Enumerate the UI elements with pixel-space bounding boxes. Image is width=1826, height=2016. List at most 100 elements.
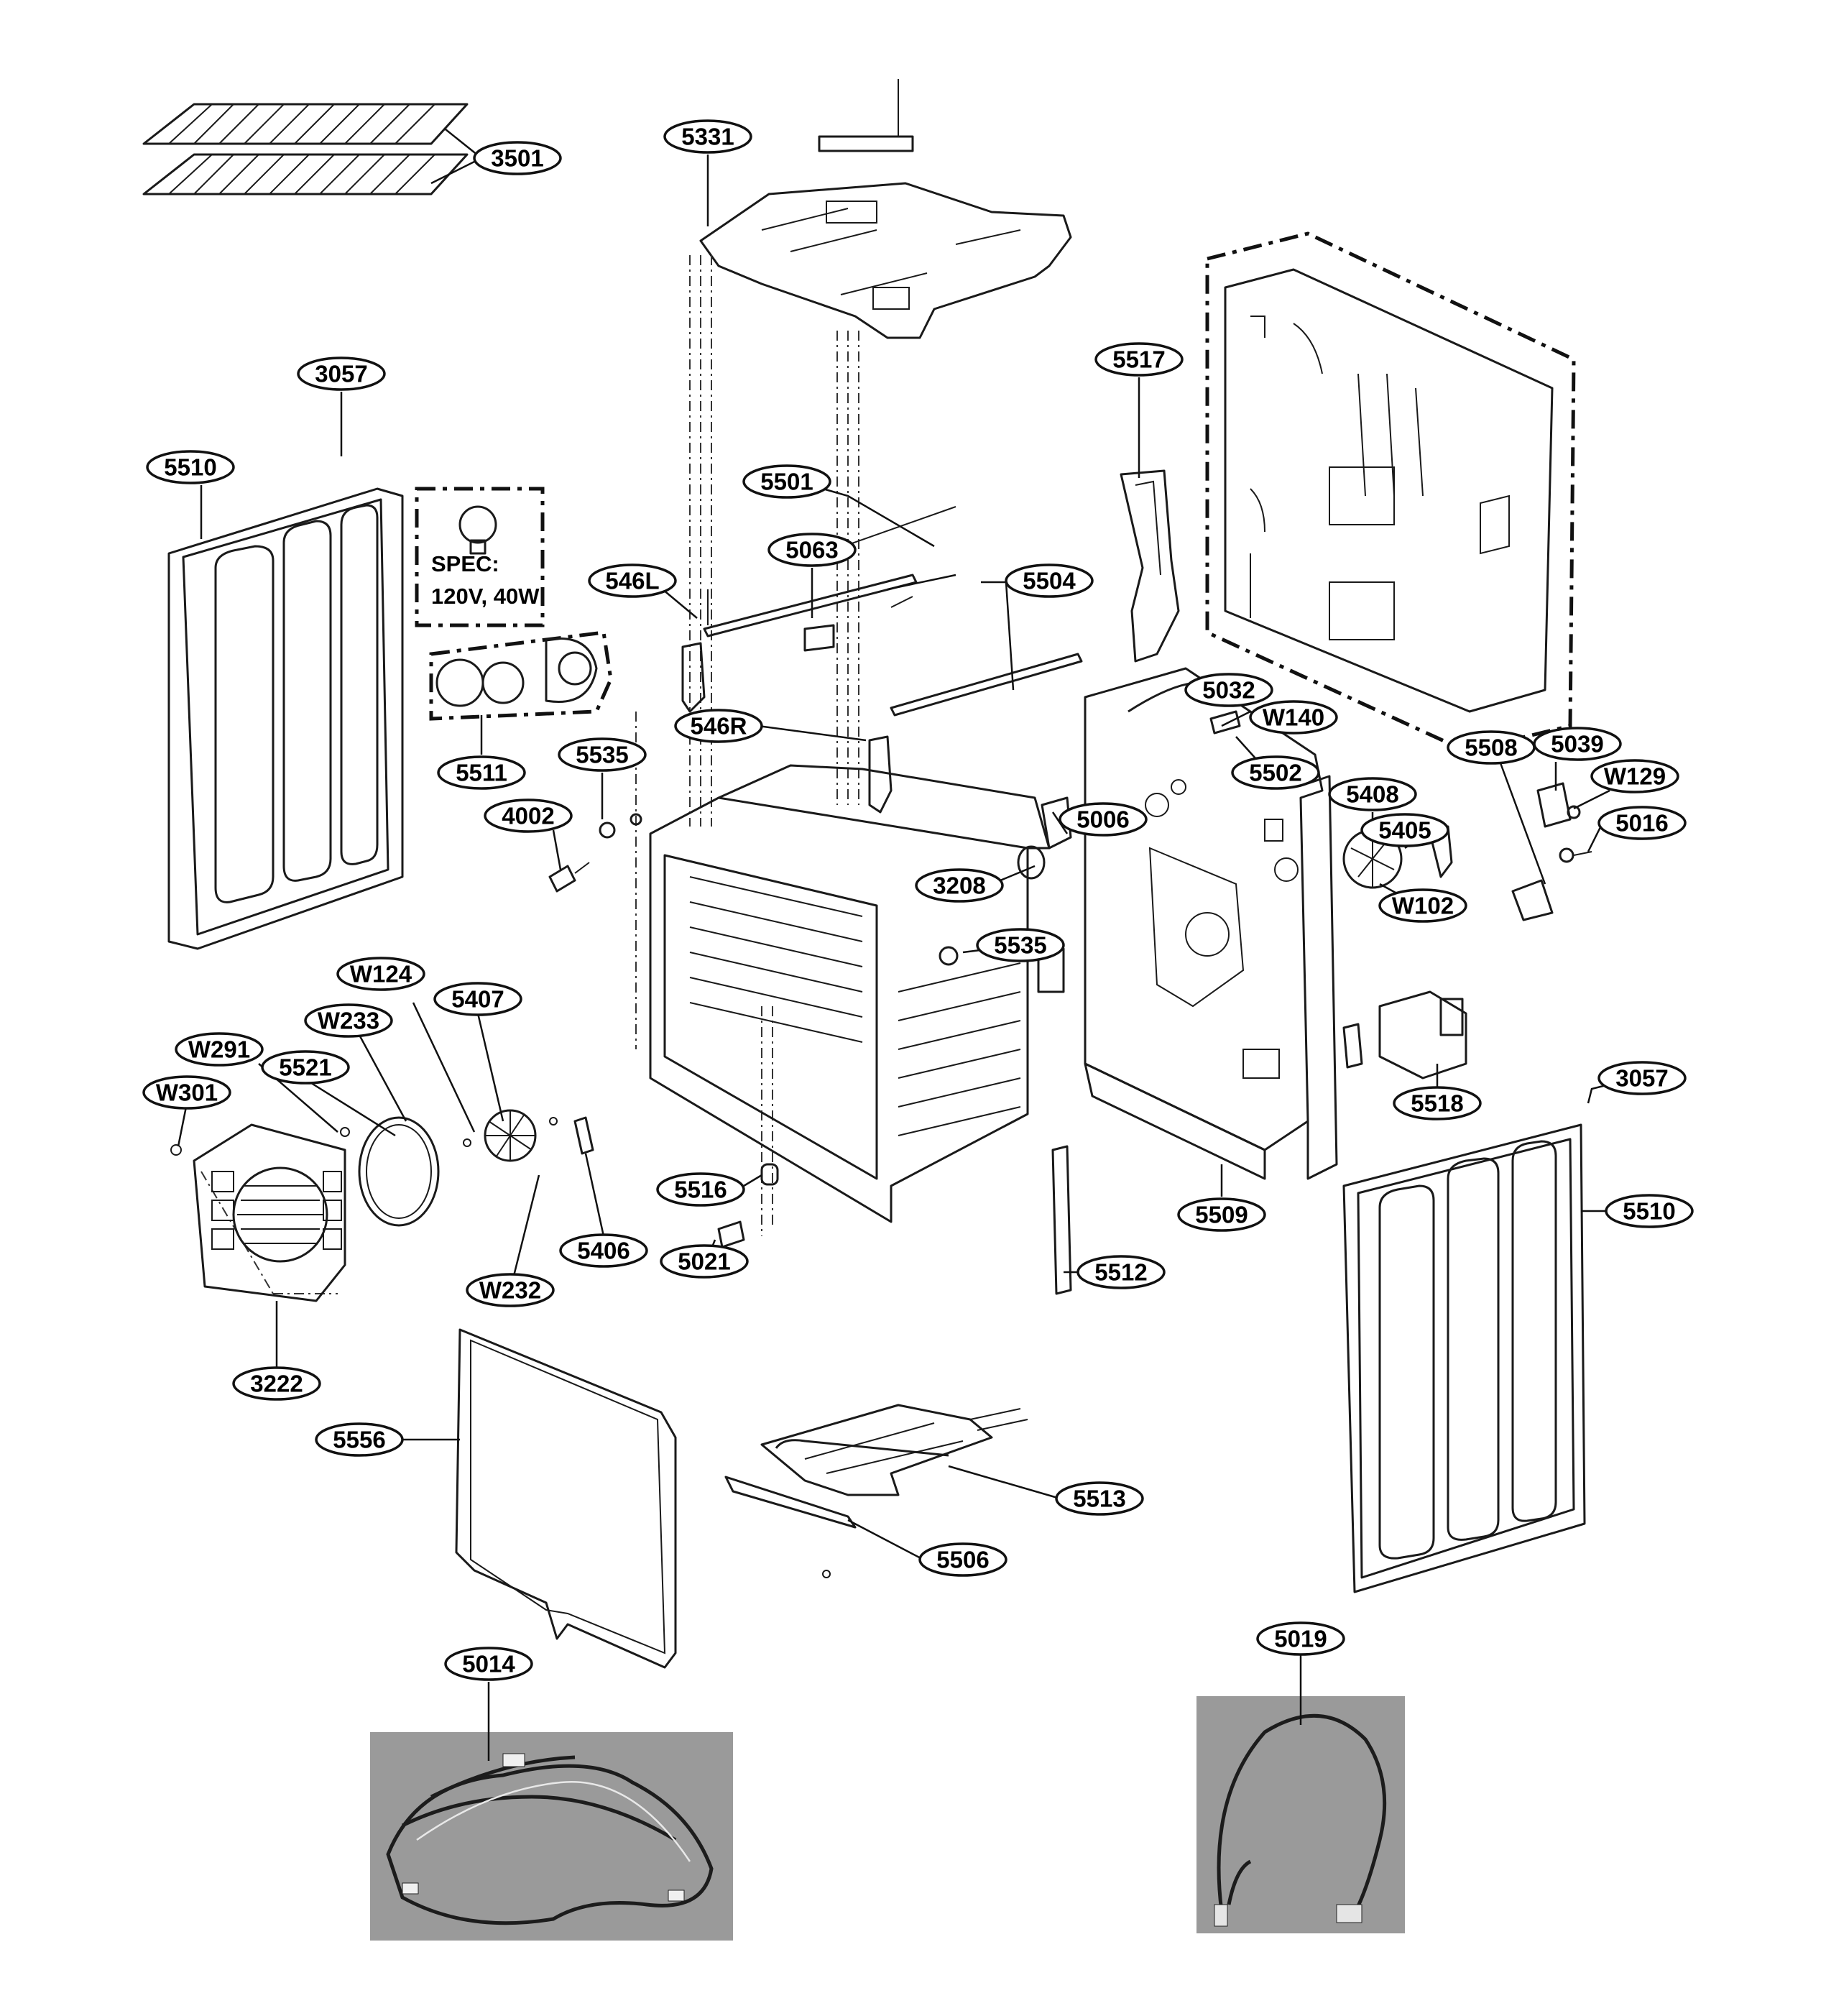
callout-label-5063: 5063 [785,537,838,563]
cable-harness-photo [1196,1696,1405,1933]
callout-label-5039: 5039 [1551,731,1603,758]
callout-label-5556: 5556 [333,1427,385,1453]
callout-label-5535-top: 5535 [576,742,628,768]
callout-label-5535-mid: 5535 [994,932,1046,959]
callout-5518: 5518 [1393,1086,1482,1120]
rear-panel-drawing [1205,231,1576,753]
assembly-guide-lines [200,255,859,1294]
callout-5506: 5506 [918,1542,1007,1577]
spec-title: SPEC: [431,551,499,576]
callout-label-5508: 5508 [1465,735,1517,761]
callout-label-5006: 5006 [1076,806,1129,833]
callout-5039: 5039 [1533,727,1622,761]
callout-5032: 5032 [1184,673,1273,707]
callout-5502: 5502 [1231,755,1320,790]
callout-4002: 4002 [484,798,573,833]
callout-5501: 5501 [742,464,831,499]
callout-label-5021: 5021 [678,1248,730,1275]
callout-label-5032: 5032 [1202,677,1255,704]
callout-label-W129: W129 [1604,763,1666,790]
callout-5021: 5021 [660,1244,749,1279]
callout-546R: 546R [674,709,763,743]
callout-5019: 5019 [1256,1621,1345,1656]
lamp-assembly-drawing [429,630,613,721]
callout-label-5511: 5511 [456,760,507,786]
callout-label-5406: 5406 [577,1238,630,1264]
callout-label-4002: 4002 [502,803,554,829]
oven-cavity-drawing [649,764,1065,1223]
door-gasket-drawing [455,1328,677,1669]
callout-3208: 3208 [915,868,1004,903]
callout-5406: 5406 [559,1233,648,1268]
callout-5535-mid: 5535 [976,928,1065,962]
callout-5006: 5006 [1059,802,1148,837]
callout-5510-right: 5510 [1605,1194,1694,1228]
callout-5408: 5408 [1328,777,1417,811]
callout-label-3057-right: 3057 [1615,1065,1668,1092]
callout-label-5510-left: 5510 [164,454,216,481]
element-bracket-drawing [724,1476,857,1578]
spec-lamp-box: SPEC: 120V, 40W [415,487,545,627]
callout-W301: W301 [142,1075,231,1110]
callout-5511: 5511 [437,755,526,790]
callout-W233: W233 [304,1003,393,1038]
callout-5014: 5014 [444,1647,533,1681]
callout-5510-left: 5510 [146,450,235,484]
callout-5508: 5508 [1447,730,1536,765]
cavity-hardware-drawing [717,1145,1072,1295]
callout-label-3501: 3501 [491,145,543,172]
callout-5512: 5512 [1076,1255,1166,1289]
oven-racks-drawing [142,103,469,195]
callout-W232: W232 [466,1273,555,1307]
callout-label-5405: 5405 [1378,817,1431,844]
callout-label-5509: 5509 [1195,1202,1248,1228]
callout-W140: W140 [1249,700,1338,735]
callout-3501: 3501 [473,141,562,175]
callout-label-W140: W140 [1263,704,1324,731]
callout-5521: 5521 [261,1050,350,1085]
callout-label-5517: 5517 [1112,346,1165,373]
callout-5504: 5504 [1005,563,1094,598]
callout-label-5510-right: 5510 [1623,1198,1675,1225]
callout-label-5019: 5019 [1274,1626,1327,1652]
relay-components-drawing [1511,782,1592,921]
callout-label-5014: 5014 [462,1651,515,1677]
callout-label-5016: 5016 [1615,810,1668,837]
rack-rails-drawing [681,506,1083,814]
callout-5407: 5407 [433,982,522,1016]
callout-5517: 5517 [1094,342,1184,377]
spec-rating: 120V, 40W [431,584,540,609]
callout-W124: W124 [336,957,425,991]
wire-harness-photo [370,1732,733,1941]
callout-label-5504: 5504 [1023,568,1076,594]
callout-label-W233: W233 [318,1008,379,1034]
callout-5556: 5556 [315,1422,404,1457]
callout-3057-left: 3057 [297,356,386,391]
callout-5509: 5509 [1177,1197,1266,1232]
callout-label-W102: W102 [1392,893,1454,919]
callout-W102: W102 [1378,888,1467,923]
control-bracket-drawing [1342,990,1467,1080]
callout-5535-top: 5535 [558,737,647,772]
callout-label-3057-left: 3057 [315,361,367,387]
callout-W291: W291 [175,1032,264,1067]
callout-label-W124: W124 [350,961,412,988]
callout-label-5506: 5506 [936,1547,989,1573]
leader-lines [177,129,1621,1761]
callout-label-5407: 5407 [451,986,504,1013]
callout-label-W291: W291 [188,1036,250,1063]
callout-5513: 5513 [1055,1481,1144,1516]
callout-label-W232: W232 [479,1277,541,1304]
callout-label-5501: 5501 [760,469,813,495]
callout-label-5408: 5408 [1346,781,1398,808]
callout-546L: 546L [588,563,677,598]
callout-3222: 3222 [232,1366,321,1401]
top-plate-drawing [699,79,1072,339]
back-frame-drawing [1084,667,1338,1180]
left-side-panel-drawing [167,487,404,950]
callout-5016: 5016 [1597,806,1687,840]
small-hardware-drawing [548,813,959,966]
callout-label-546R: 546R [691,713,747,740]
callout-label-3208: 3208 [933,873,985,899]
